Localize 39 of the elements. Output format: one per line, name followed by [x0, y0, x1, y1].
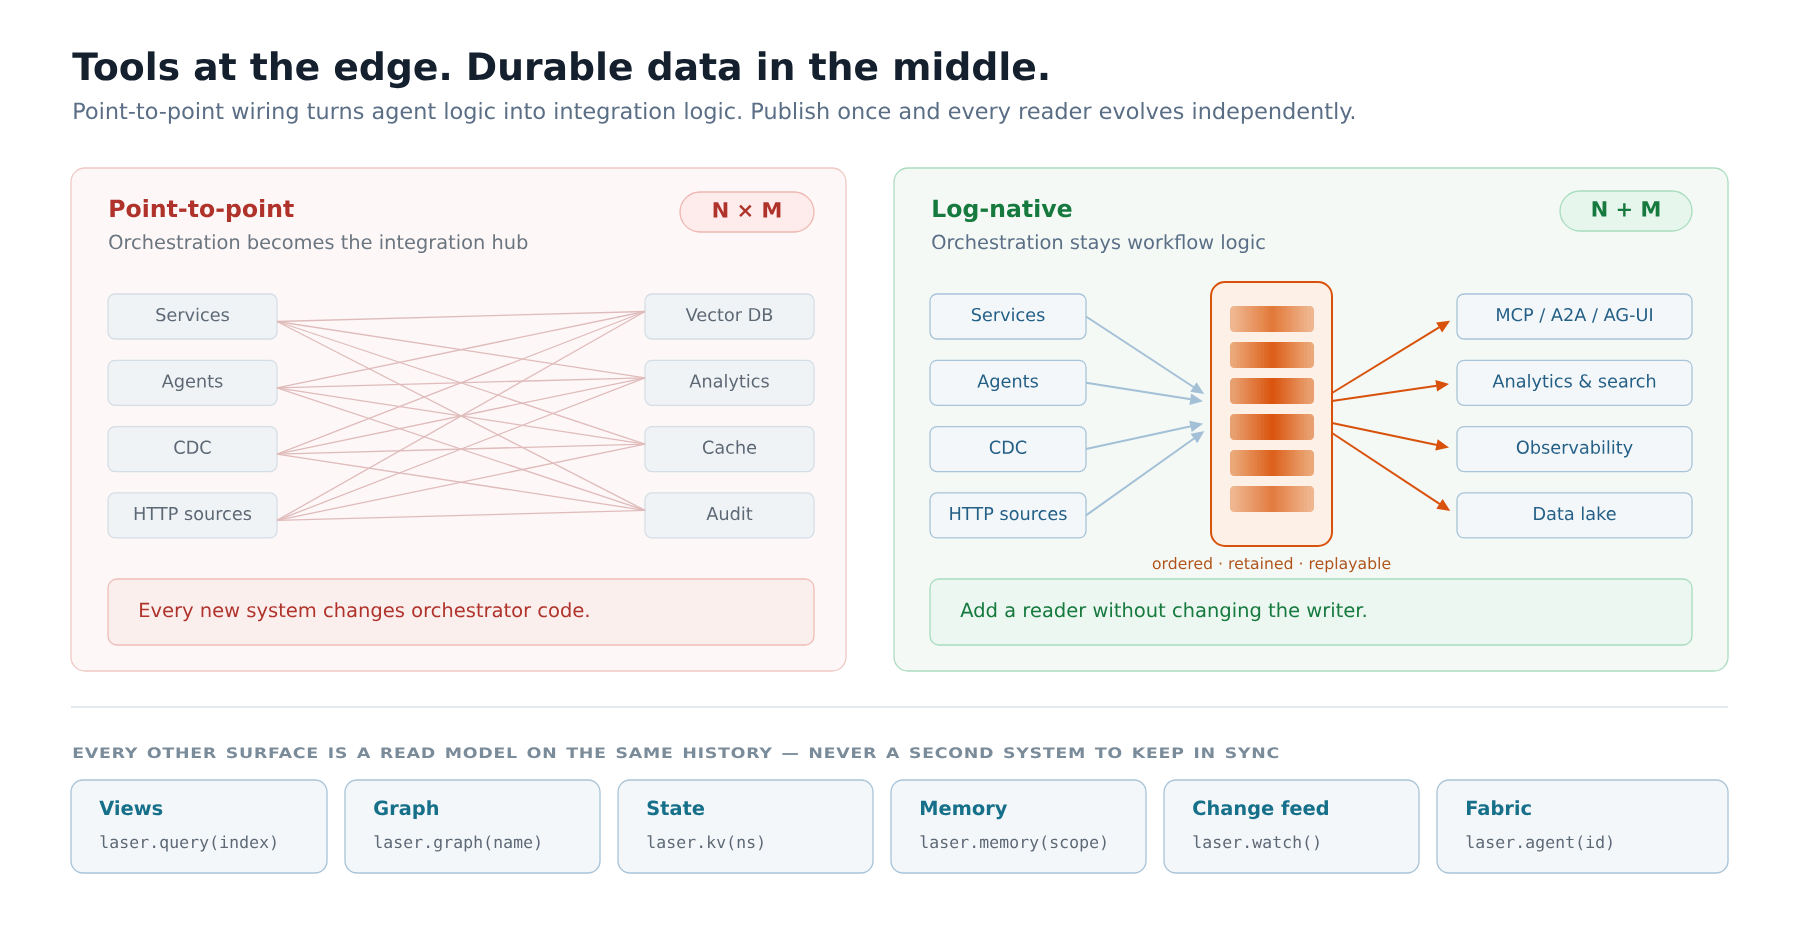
api-card: Views laser.query(index) — [70, 779, 328, 874]
system-box: MCP / A2A / AG-UI — [1456, 293, 1693, 340]
api-card: State laser.kv(ns) — [617, 779, 874, 874]
system-box: Services — [107, 293, 278, 340]
system-box: Cache — [644, 425, 815, 473]
connector-line — [276, 443, 646, 455]
system-box: Vector DB — [644, 293, 815, 340]
panel-subtitle: Orchestration becomes the integration hub — [109, 234, 528, 253]
system-box: Agents — [929, 359, 1087, 406]
system-box: CDC — [929, 425, 1087, 473]
panel-heading: Log-native — [933, 199, 1072, 223]
system-box: HTTP sources — [107, 492, 278, 539]
api-card: Change feed laser.watch() — [1163, 779, 1420, 874]
connector-line — [276, 377, 646, 389]
connector-line — [276, 509, 646, 522]
section-heading: EVERY OTHER SURFACE IS A READ MODEL ON THE SAME HISTORY — NEVER A SECOND SYSTEM TO KEEP IN SYNC — [73, 747, 1279, 759]
title: Tools at the edge. Durable data in the middle. — [72, 51, 1048, 89]
system-box: Analytics & search — [1456, 359, 1693, 406]
formula-badge: N + M — [1559, 190, 1693, 232]
system-box: CDC — [107, 425, 278, 473]
api-card: Graph laser.graph(name) — [344, 779, 601, 874]
node-caption: ordered · retained · replayable — [1152, 557, 1391, 573]
subtitle: Point-to-point wiring turns agent logic into integration logic. Publish once and every reader evolves independently. — [74, 102, 1355, 124]
note-box: Add a reader without changing the writer. — [929, 578, 1693, 646]
system-box: Analytics — [644, 359, 815, 406]
formula-badge: N × M — [679, 191, 815, 233]
panel-heading: Point-to-point — [110, 199, 294, 222]
system-box: Observability — [1456, 425, 1693, 473]
system-box: HTTP sources — [929, 492, 1087, 539]
connector-line — [276, 443, 646, 522]
api-card: Fabric laser.agent(id) — [1436, 779, 1729, 874]
system-box: Audit — [644, 492, 815, 539]
system-box: Services — [929, 293, 1087, 340]
connector-line — [276, 453, 646, 512]
system-box: Agents — [107, 359, 278, 406]
api-card: Memory laser.memory(scope) — [890, 779, 1147, 874]
system-box: Data lake — [1456, 492, 1693, 539]
panel-subtitle: Orchestration stays workflow logic — [932, 234, 1265, 253]
note-box: Every new system changes orchestrator code. — [107, 578, 815, 646]
